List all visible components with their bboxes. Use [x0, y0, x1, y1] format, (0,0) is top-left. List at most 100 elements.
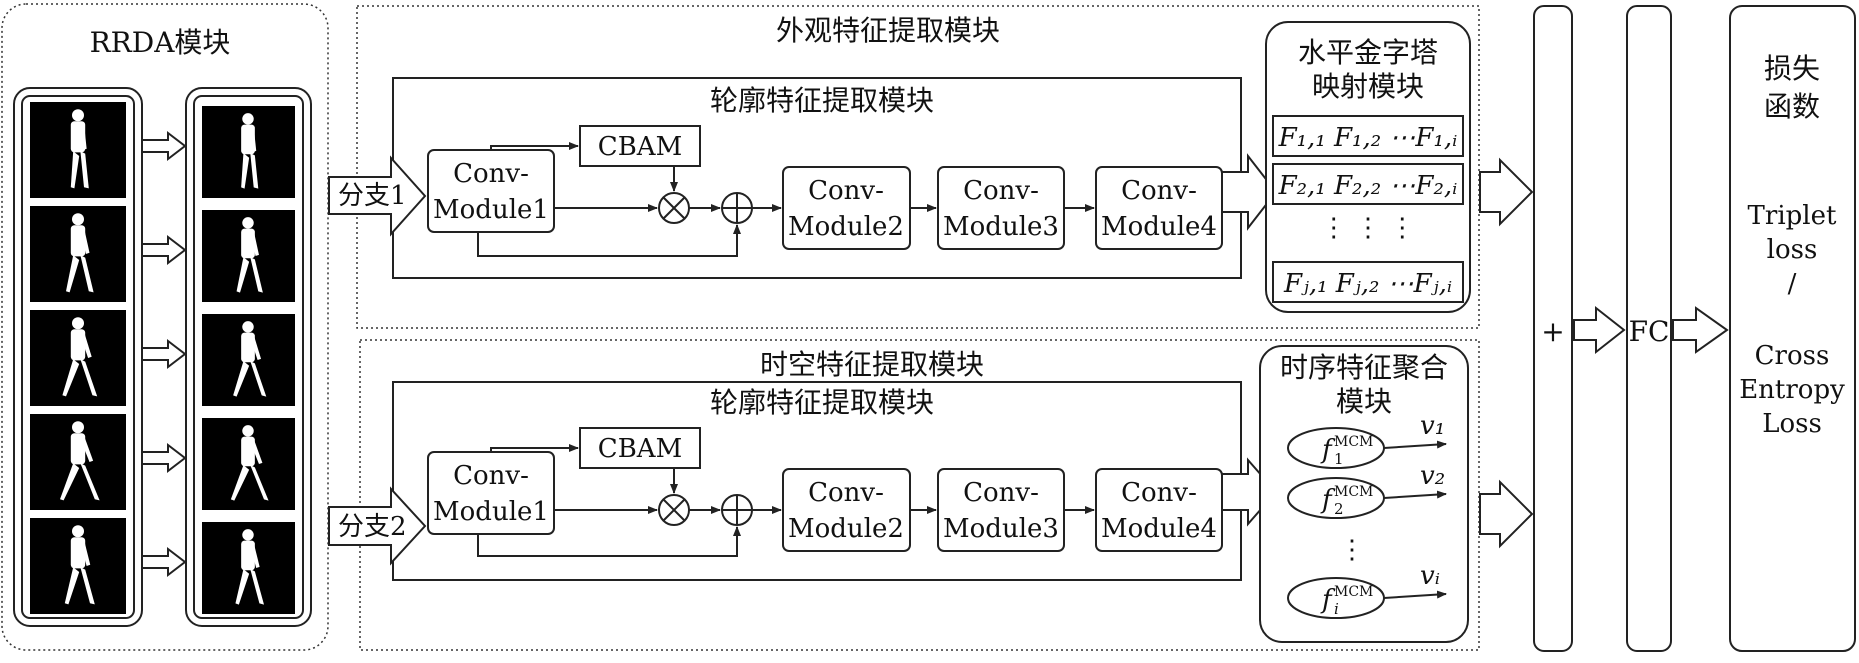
horizontal-pyramid-mapping-module: 水平金字塔 映射模块 F₁,₁ F₁,₂ ⋯F₁,ᵢ F₂,₁ F₂,₂ ⋯F₂…	[1265, 21, 1471, 313]
fusion-to-fc-arrow	[1573, 305, 1626, 355]
input-silhouette-frame	[30, 414, 126, 510]
hpm-row-j: Fⱼ,₁ Fⱼ,₂ ⋯Fⱼ,ᵢ	[1283, 269, 1452, 299]
hpm-dots: ⋮ ⋮ ⋮	[1321, 213, 1416, 243]
cross-entropy-line2: Entropy	[1739, 375, 1845, 405]
fc-label: FC	[1629, 315, 1670, 348]
mcm-output-v: vᵢ	[1420, 561, 1440, 591]
rrda-module: RRDA模块	[1, 3, 329, 651]
input-silhouette-frame	[30, 310, 126, 406]
mcm-output-v: v₂	[1420, 461, 1445, 491]
rrda-frame-arrow	[141, 442, 187, 474]
appearance-conv-module2: Conv- Module2	[782, 166, 911, 250]
svg-text:Module3: Module3	[943, 212, 1059, 242]
input-silhouette-frame	[30, 206, 126, 302]
appearance-to-hpm-arrow	[1221, 153, 1278, 231]
mcm-output-v: v₁	[1420, 411, 1445, 441]
refined-silhouette-frame	[202, 522, 295, 614]
appearance-conv-module1: Conv- Module1	[427, 149, 555, 233]
branch2-label: 分支2	[338, 512, 407, 542]
svg-text:Conv-: Conv-	[453, 159, 529, 189]
appearance-branch: 外观特征提取模块 轮廓特征提取模块 分支1 Conv- Module1 CBAM	[328, 5, 1480, 329]
svg-text:Module2: Module2	[788, 514, 904, 544]
mcm-subscript: 1	[1334, 450, 1344, 468]
mcm-superscript: MCM	[1334, 584, 1373, 600]
svg-text:Module4: Module4	[1101, 212, 1217, 242]
spatiotemporal-cbam: CBAM	[579, 427, 701, 469]
rrda-frame-arrow	[141, 338, 187, 370]
svg-text:Module2: Module2	[788, 212, 904, 242]
svg-text:Conv-: Conv-	[808, 176, 884, 206]
appearance-conv-module3: Conv- Module3	[937, 166, 1065, 250]
mcm-subscript: i	[1334, 600, 1339, 618]
svg-text:映射模块: 映射模块	[1312, 70, 1424, 103]
mcm-subscript: 2	[1334, 500, 1344, 518]
triplet-loss-line2: loss	[1767, 235, 1818, 265]
spatiotemporal-contour-title: 轮廓特征提取模块	[710, 386, 934, 419]
svg-text:Conv-: Conv-	[1121, 478, 1197, 508]
svg-text:水平金字塔: 水平金字塔	[1298, 36, 1438, 69]
hpm-row-1: F₁,₁ F₁,₂ ⋯F₁,ᵢ	[1278, 123, 1458, 153]
refined-silhouette-frame	[202, 418, 295, 510]
fc-to-loss-arrow	[1672, 306, 1729, 354]
svg-text:Conv-: Conv-	[963, 478, 1039, 508]
appearance-multiply-node	[658, 192, 690, 224]
mcm-superscript: MCM	[1334, 434, 1373, 450]
svg-text:模块: 模块	[1336, 385, 1392, 418]
spatiotemporal-title: 时空特征提取模块	[760, 348, 984, 381]
svg-text:Module3: Module3	[943, 514, 1059, 544]
mcm-superscript: MCM	[1334, 484, 1373, 500]
fusion-plus: +	[1541, 315, 1564, 348]
tfa-dots: ⋮	[1339, 535, 1365, 565]
svg-text:Module4: Module4	[1101, 514, 1217, 544]
hpm-to-fusion-arrow	[1479, 157, 1534, 227]
loss-separator: /	[1788, 269, 1797, 299]
triplet-loss-line1: Triplet	[1748, 201, 1837, 231]
spatiotemporal-conv-module3: Conv- Module3	[937, 468, 1065, 552]
cross-entropy-line1: Cross	[1755, 341, 1830, 371]
rrda-frame-arrow	[141, 546, 187, 578]
rrda-frame-arrow	[141, 130, 187, 162]
spatiotemporal-add-node	[721, 494, 753, 526]
appearance-conv-module4: Conv- Module4	[1095, 166, 1223, 250]
svg-text:Conv-: Conv-	[963, 176, 1039, 206]
branch2-arrow	[328, 486, 427, 566]
spatiotemporal-multiply-node	[658, 494, 690, 526]
rrda-title: RRDA模块	[90, 26, 231, 59]
svg-text:Conv-: Conv-	[1121, 176, 1197, 206]
svg-text:Conv-: Conv-	[808, 478, 884, 508]
svg-text:CBAM: CBAM	[598, 132, 682, 162]
svg-text:时序特征聚合: 时序特征聚合	[1280, 351, 1448, 384]
svg-text:损失: 损失	[1764, 52, 1820, 85]
cross-entropy-line3: Loss	[1762, 409, 1822, 439]
spatiotemporal-conv-module2: Conv- Module2	[782, 468, 911, 552]
input-silhouette-frame	[30, 518, 126, 614]
refined-silhouette-frame	[202, 106, 295, 198]
branch1-arrow	[328, 155, 427, 237]
spatiotemporal-branch: 时空特征提取模块 轮廓特征提取模块 分支2 Conv- Module1 CBAM	[328, 339, 1480, 651]
spatiotemporal-conv-module1: Conv- Module1	[427, 451, 555, 535]
loss-function-column: 损失 函数 Triplet loss / Cross Entropy Loss	[1729, 5, 1856, 652]
svg-text:CBAM: CBAM	[598, 434, 682, 464]
branch1-label: 分支1	[338, 181, 407, 211]
svg-text:Module1: Module1	[433, 497, 549, 527]
appearance-cbam: CBAM	[579, 125, 701, 167]
appearance-title: 外观特征提取模块	[776, 14, 1000, 47]
svg-text:Conv-: Conv-	[453, 461, 529, 491]
refined-silhouette-frame	[202, 314, 295, 406]
svg-text:函数: 函数	[1764, 90, 1820, 123]
fc-column: FC	[1626, 5, 1672, 652]
fusion-column: +	[1533, 5, 1573, 652]
appearance-contour-title: 轮廓特征提取模块	[710, 84, 934, 117]
refined-silhouette-frame	[202, 210, 295, 302]
spatiotemporal-conv-module4: Conv- Module4	[1095, 468, 1223, 552]
appearance-add-node	[721, 192, 753, 224]
tfa-to-fusion-arrow	[1479, 479, 1534, 549]
input-silhouette-frame	[30, 102, 126, 198]
rrda-frame-arrow	[141, 234, 187, 266]
hpm-row-2: F₂,₁ F₂,₂ ⋯F₂,ᵢ	[1278, 171, 1458, 201]
